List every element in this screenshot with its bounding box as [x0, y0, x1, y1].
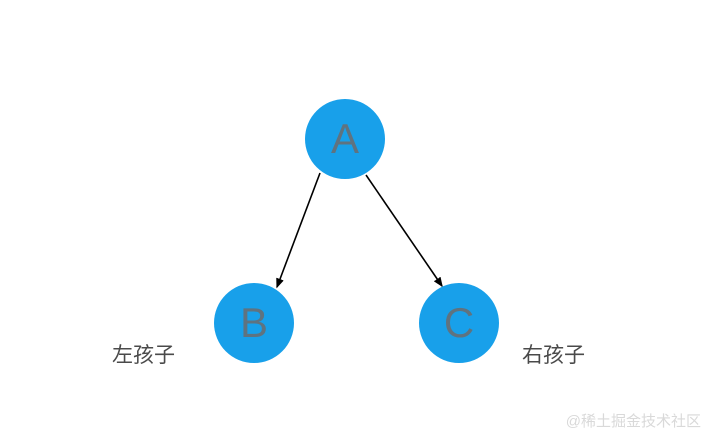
edge-a-to-c	[365, 174, 443, 288]
node-b-label: B	[239, 299, 268, 346]
node-c-label: C	[443, 299, 475, 346]
left-child-caption: 左孩子	[112, 344, 175, 367]
watermark: @稀土掘金技术社区	[565, 413, 701, 430]
right-child-caption: 右孩子	[522, 344, 585, 367]
node-c: C	[419, 283, 499, 363]
node-a: A	[305, 99, 385, 179]
node-b: B	[214, 283, 294, 363]
node-a-label: A	[330, 115, 359, 162]
edge-a-to-b	[276, 172, 321, 289]
